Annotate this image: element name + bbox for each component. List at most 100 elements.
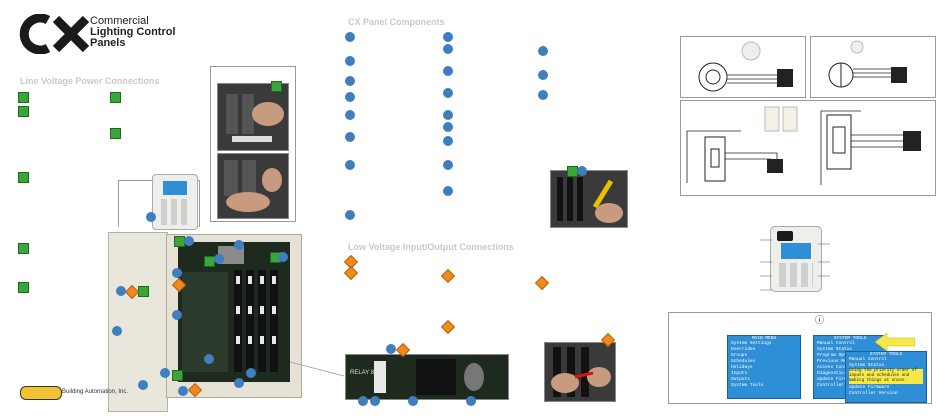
blue-marker	[358, 396, 368, 406]
blue-marker	[146, 212, 156, 222]
blue-marker	[138, 380, 148, 390]
blue-marker	[443, 136, 453, 146]
menu-item[interactable]: Inputs	[731, 371, 748, 376]
callout-line	[290, 361, 345, 377]
logo-line2: Lighting Control	[90, 26, 176, 38]
green-marker	[138, 286, 149, 297]
menu-item[interactable]: System Status	[817, 347, 853, 352]
breaker-photo-frame	[210, 66, 296, 222]
blue-marker	[345, 160, 355, 170]
blue-marker	[538, 70, 548, 80]
breaker-photo-top	[217, 83, 289, 151]
orange-marker	[343, 265, 359, 281]
keypad-device	[152, 174, 198, 230]
green-marker	[271, 81, 282, 92]
menu-item[interactable]: Manual Control	[849, 357, 887, 362]
menu-item[interactable]: Update Firmware	[817, 377, 858, 382]
photo-sensor-diagram	[810, 36, 936, 98]
screwdriver-photo	[550, 170, 628, 228]
blue-marker	[370, 396, 380, 406]
keypad-right-lcd	[781, 243, 811, 259]
blue-marker	[538, 46, 548, 56]
system-tools-title: SYSTEM TOOLS	[833, 336, 867, 341]
logo-line3: Panels	[90, 37, 126, 49]
menu-item[interactable]: System Status	[849, 362, 885, 368]
wiring-hands-photo	[544, 342, 616, 402]
menu-item[interactable]: Overrides	[731, 347, 756, 352]
blue-marker	[204, 354, 214, 364]
heading-components: CX Panel Components	[348, 17, 445, 27]
blue-marker	[443, 66, 453, 76]
blue-marker	[178, 386, 188, 396]
menu-item[interactable]: Previous Memory	[817, 359, 858, 364]
logo: Commercial Lighting Control Panels	[18, 14, 178, 56]
blue-marker	[466, 396, 476, 406]
blue-marker	[345, 92, 355, 102]
green-marker	[18, 172, 29, 183]
blue-marker	[112, 326, 122, 336]
blue-marker	[443, 88, 453, 98]
blue-marker	[443, 160, 453, 170]
heading-line-voltage: Line Voltage Power Connections	[20, 76, 160, 86]
menu-item[interactable]: Update Firmware	[849, 385, 890, 390]
orange-marker	[534, 275, 550, 291]
blue-marker	[345, 32, 355, 42]
green-marker	[18, 92, 29, 103]
circled-mark: ⓘ	[815, 315, 825, 325]
wall-switch-diagram	[680, 100, 936, 196]
menu-item[interactable]: Diagnostics	[817, 371, 847, 376]
blue-marker	[278, 252, 288, 262]
menu-screens-frame: ⓘ MAIN MENU System Settings Overrides Gr…	[668, 312, 932, 404]
heading-low-voltage: Low Voltage Input/Output Connections	[348, 242, 514, 252]
board-label: RELAY 8	[350, 370, 375, 376]
company-logo	[20, 386, 62, 400]
menu-item[interactable]: Holidays	[731, 365, 753, 370]
menu-item[interactable]: Outputs	[731, 377, 750, 382]
menu-item[interactable]: System Tools	[731, 383, 764, 388]
yellow-arrow-icon	[875, 333, 915, 351]
main-menu-title: MAIN MENU	[751, 336, 777, 341]
menu-item[interactable]: Groups	[731, 353, 748, 358]
keypad-leader-lines	[760, 239, 830, 291]
keypad-lcd	[163, 181, 187, 195]
keypad-right	[770, 226, 822, 292]
menu-item[interactable]: Access Control	[817, 365, 855, 370]
green-marker	[110, 92, 121, 103]
orange-marker	[440, 319, 456, 335]
logo-line1: Commercial	[90, 15, 149, 27]
blue-marker	[116, 286, 126, 296]
blue-marker	[214, 254, 224, 264]
menu-item[interactable]: Controller Version	[817, 383, 866, 388]
blue-marker	[345, 56, 355, 66]
green-marker	[18, 243, 29, 254]
blue-marker	[234, 240, 244, 250]
menu-item[interactable]: Controller Version	[849, 390, 898, 396]
panel-board	[178, 242, 290, 382]
blue-marker	[172, 268, 182, 278]
panel-door	[108, 232, 168, 412]
blue-marker	[443, 110, 453, 120]
relay-board-photo: RELAY 8	[345, 354, 509, 400]
occupancy-sensor-diagram	[680, 36, 806, 98]
help-highlight: Using the priority order of inputs and s…	[849, 369, 923, 384]
blue-marker	[345, 210, 355, 220]
company-name: Building Automation, Inc.	[62, 389, 129, 395]
menu-item[interactable]: Program Options	[817, 353, 858, 358]
menu-item[interactable]: Manual Control	[817, 341, 855, 346]
blue-marker	[443, 186, 453, 196]
green-marker	[18, 282, 29, 293]
blue-marker	[386, 344, 396, 354]
blue-marker	[246, 368, 256, 378]
blue-marker	[577, 166, 587, 176]
menu-item[interactable]: Schedules	[731, 359, 756, 364]
blue-marker	[538, 90, 548, 100]
blue-marker	[443, 32, 453, 42]
orange-marker	[440, 268, 456, 284]
breaker-photo-bottom	[217, 153, 289, 219]
blue-marker	[234, 378, 244, 388]
cx-logo-mark	[19, 14, 90, 54]
blue-marker	[443, 122, 453, 132]
menu-item[interactable]: System Settings	[731, 341, 772, 346]
blue-marker	[443, 44, 453, 54]
blue-marker	[160, 368, 170, 378]
